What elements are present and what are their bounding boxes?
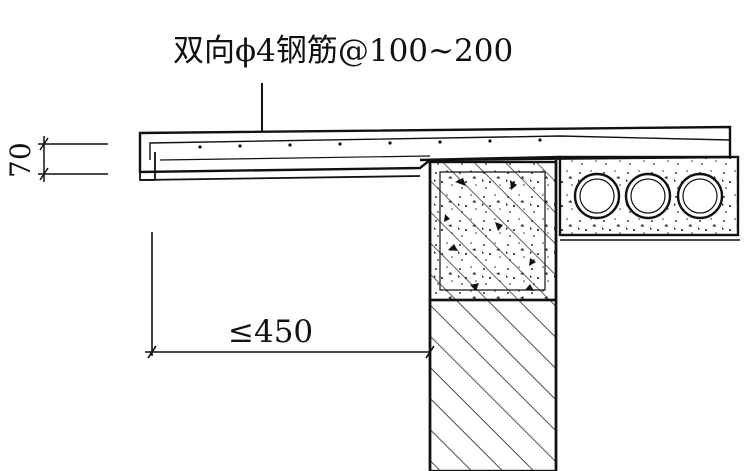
ring-beam — [428, 160, 558, 302]
overhang-dimension: ≤450 — [145, 232, 435, 359]
slab-thickness-dimension: 70 — [4, 136, 108, 182]
hollow-core-floor-slab — [558, 155, 740, 241]
slab-thickness-label: 70 — [4, 142, 37, 178]
overhang-limit-label: ≤450 — [228, 314, 313, 350]
brick-wall — [428, 298, 558, 471]
rebar-callout-label: 双向ϕ4钢筋@100~200 — [173, 33, 513, 69]
